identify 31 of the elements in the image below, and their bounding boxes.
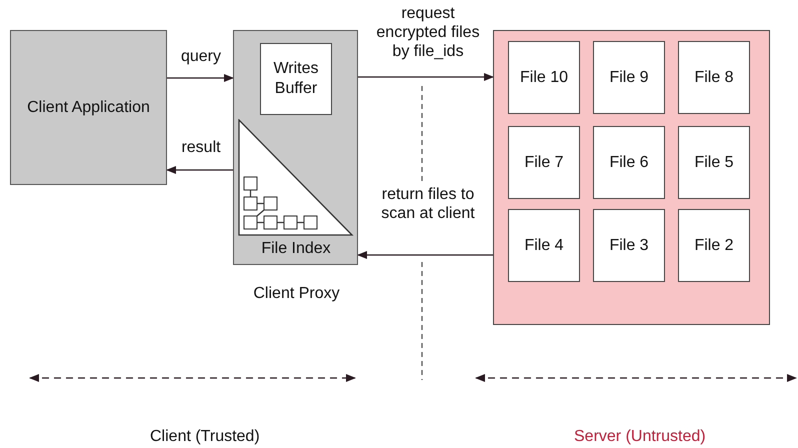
region-label: Client (Trusted) [150, 428, 260, 446]
file-box [593, 126, 665, 199]
file-box [508, 41, 580, 114]
region-label: Server (Untrusted) [574, 428, 706, 446]
node-label: File 9 [608, 68, 650, 88]
buffer-box [260, 43, 332, 115]
file-box [508, 209, 580, 282]
file-box [678, 126, 750, 199]
node-label: File 10 [518, 68, 570, 88]
server-box [493, 30, 770, 325]
node-label: File 2 [693, 236, 735, 256]
node-label: File 5 [693, 152, 735, 172]
file-box [593, 209, 665, 282]
node-label: Writes Buffer [272, 59, 320, 99]
node-label: File 7 [523, 152, 565, 172]
node-label: File 8 [693, 68, 735, 88]
process-box [10, 30, 167, 185]
node-label: File 4 [523, 236, 565, 256]
node-label: File Index [260, 239, 332, 259]
node-label: Client Application [26, 98, 151, 118]
arrow [167, 74, 234, 82]
arrow [357, 251, 493, 259]
arrow [358, 73, 494, 81]
node-label: File 6 [608, 152, 650, 172]
file-box [593, 41, 665, 114]
arrow [166, 166, 233, 174]
file-box [678, 209, 750, 282]
node-label: File 3 [608, 236, 650, 256]
file-box [678, 41, 750, 114]
file-box [508, 126, 580, 199]
node-label: Client Proxy [252, 284, 341, 304]
